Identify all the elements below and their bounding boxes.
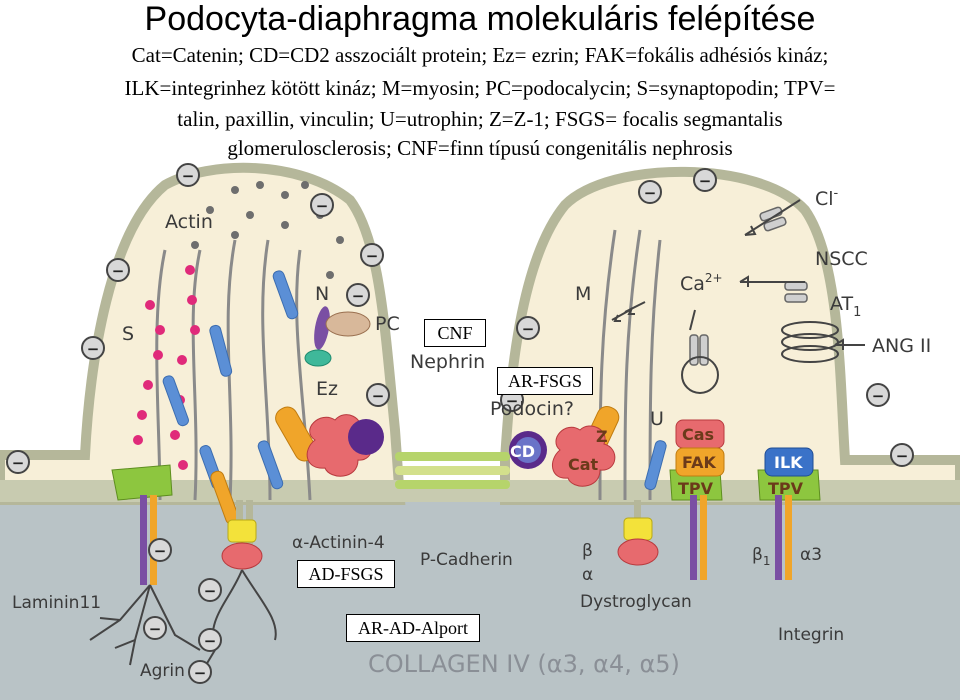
green-anchors [111,464,821,501]
svg-text:−: − [352,287,365,305]
podocin-label: Podocin? [490,398,574,420]
cnf-box: CNF [424,319,486,347]
actin-label: Actin [165,211,213,233]
alpha3-label: α3 [800,545,822,565]
agrin-label: Agrin [140,661,185,681]
alpha-actinin-label: α-Actinin-4 [292,533,385,553]
ez-label: Ez [316,378,338,400]
laminin-agrin [89,569,277,676]
cat-label: Cat [568,455,599,474]
legend-line-4: glomerulosclerosis; CNF=finn típusú cong… [227,136,733,160]
myosin-label: M [575,283,591,305]
alpha-label: α [582,565,593,585]
fak-label: FAK [682,453,716,472]
podocalyxin-complex [304,306,371,367]
p-cadherin-label: P-Cadherin [420,550,513,570]
beta-label: β [582,541,593,561]
minus-signs: − − − − − − − − − − − − − − − − − − − [12,167,909,682]
legend-line-3: talin, paxillin, vinculin; U=utrophin; Z… [177,107,783,131]
dystroglycan-label: Dystroglycan [580,592,692,612]
svg-text:−: − [154,542,167,560]
right-process-proteins [675,419,814,477]
svg-text:−: − [204,582,217,600]
ar-ad-alport-box: AR-AD-Alport [346,614,480,642]
svg-text:−: − [149,620,162,638]
ar-fsgs-box: AR-FSGS [497,367,593,395]
cd-label: CD [510,442,535,461]
svg-text:−: − [204,632,217,650]
arrows [689,199,865,350]
svg-text:−: − [372,387,385,405]
svg-text:−: − [87,340,100,358]
nephrin-label: Nephrin [410,351,485,373]
integrin-label: Integrin [778,625,844,645]
legend-line-1: Cat=Catenin; CD=CD2 asszociált protein; … [131,43,829,67]
nscc-label: NSCC [815,248,868,270]
legend-line-2: ILK=integrinhez kötött kináz; M=myosin; … [124,76,836,100]
svg-text:−: − [182,167,195,185]
pc-label: PC [375,313,400,335]
n-label: N [315,283,329,305]
page-title: Podocyta-diaphragma molekuláris felépíté… [144,0,816,38]
at1-receptor [681,321,839,394]
synaptopodin-beads [133,265,200,470]
ang2-label: ANG II [872,335,931,357]
collagen-label: COLLAGEN IV (α3, α4, α5) [368,650,680,678]
svg-text:−: − [194,664,207,682]
catenin-complex [306,414,616,487]
svg-text:−: − [506,392,519,410]
dystroglycan-complex [221,517,659,570]
slit-diaphragm [395,452,510,489]
u-label: U [650,408,664,430]
svg-text:−: − [366,247,379,265]
tpv-label-2: TPV [768,479,804,498]
basement-membrane [0,500,960,700]
svg-text:−: − [112,262,125,280]
cas-label: Cas [682,425,714,444]
ad-fsgs-box: AD-FSGS [297,560,395,588]
svg-text:−: − [12,454,25,472]
z-label: Z [596,427,608,446]
ilk-label: ILK [774,453,803,472]
svg-text:−: − [316,197,329,215]
chloride-label: Cl- [815,186,839,210]
myosin-filaments [611,301,646,322]
svg-text:−: − [644,184,657,202]
svg-text:−: − [872,387,885,405]
calcium-label: Ca2+ [680,271,723,295]
tpv-label-1: TPV [678,479,714,498]
at1-label: AT1 [830,293,861,320]
laminin-label: Laminin11 [12,593,101,613]
svg-text:−: − [522,320,535,338]
svg-text:−: − [896,447,909,465]
actin-dots [191,181,344,279]
synaptopodin-label: S [122,323,134,345]
beta1-label: β1 [752,545,771,568]
svg-text:−: − [699,172,712,190]
